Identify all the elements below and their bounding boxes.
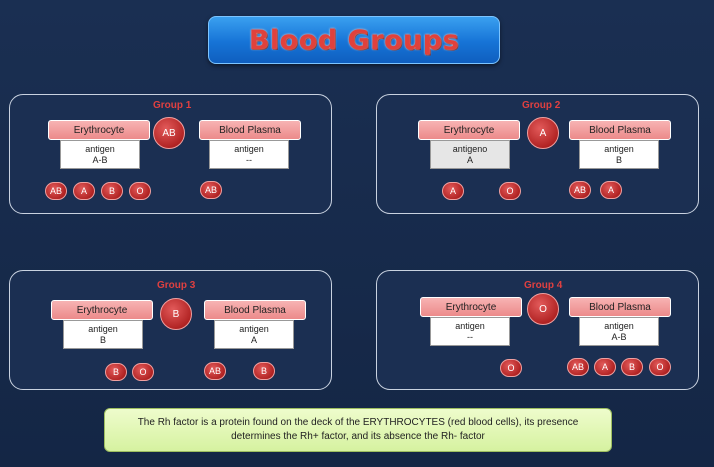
- group-2-title: Group 2: [522, 100, 561, 111]
- group-1-input-cell: A: [73, 182, 95, 200]
- group-3-blood-type-cell: B: [160, 298, 192, 330]
- antigen-line: antigen: [604, 144, 634, 154]
- group-1-input-cell: AB: [45, 182, 67, 200]
- antigen-value: B: [99, 335, 106, 345]
- antibody-value: --: [246, 155, 252, 165]
- group-1-plasma-label: Blood Plasma: [199, 120, 301, 140]
- group-4-output-cell: O: [649, 358, 671, 376]
- note-line-2: determines the Rh+ factor, and its absen…: [231, 431, 485, 442]
- note-line-1: The Rh factor is a protein found on the …: [137, 417, 579, 428]
- group-2-panel: [376, 94, 699, 214]
- group-2-blood-type-cell: A: [527, 117, 559, 149]
- antigen-value: A: [466, 155, 473, 165]
- antigen-value: A-B: [92, 155, 108, 165]
- group-2-output-cell: AB: [569, 181, 591, 199]
- antibody-value: B: [615, 155, 622, 165]
- group-1-plasma-antigen: antigen--: [209, 140, 289, 169]
- group-2-input-cell: A: [442, 182, 464, 200]
- group-1-blood-type-cell: AB: [153, 117, 185, 149]
- group-2-plasma-label: Blood Plasma: [569, 120, 671, 140]
- antigen-line: antigen: [85, 144, 115, 154]
- group-3-input-cell: O: [132, 363, 154, 381]
- group-4-output-cell: A: [594, 358, 616, 376]
- group-3-title: Group 3: [157, 280, 196, 291]
- group-4-erythrocyte-label: Erythrocyte: [420, 297, 522, 317]
- group-1-output-cell: AB: [200, 181, 222, 199]
- antigen-line: antigen: [234, 144, 264, 154]
- antigen-line: antigeno: [452, 144, 488, 154]
- group-3-output-cell: B: [253, 362, 275, 380]
- antigen-line: antigen: [455, 321, 485, 331]
- group-4-input-cell: O: [500, 359, 522, 377]
- group-1-input-cell: O: [129, 182, 151, 200]
- group-4-output-cell: B: [621, 358, 643, 376]
- group-4-title: Group 4: [524, 280, 563, 291]
- antigen-line: antigen: [604, 321, 634, 331]
- group-1-input-cell: B: [101, 182, 123, 200]
- group-3-plasma-label: Blood Plasma: [204, 300, 306, 320]
- antibody-value: A: [250, 335, 257, 345]
- group-4-erythrocyte-antigen: antigen--: [430, 317, 510, 346]
- group-3-input-cell: B: [105, 363, 127, 381]
- group-3-output-cell: AB: [204, 362, 226, 380]
- title-banner: Blood Groups: [208, 16, 500, 64]
- group-2-input-cell: O: [499, 182, 521, 200]
- rh-factor-note: The Rh factor is a protein found on the …: [104, 408, 612, 452]
- group-2-erythrocyte-label: Erythrocyte: [418, 120, 520, 140]
- group-2-output-cell: A: [600, 181, 622, 199]
- page-title: Blood Groups: [248, 24, 460, 56]
- antigen-line: antigen: [88, 324, 118, 334]
- antigen-line: antigen: [239, 324, 269, 334]
- antigen-value: --: [467, 332, 473, 342]
- group-4-output-cell: AB: [567, 358, 589, 376]
- group-4-plasma-label: Blood Plasma: [569, 297, 671, 317]
- group-1-title: Group 1: [153, 100, 192, 111]
- group-1-erythrocyte-label: Erythrocyte: [48, 120, 150, 140]
- group-4-blood-type-cell: O: [527, 293, 559, 325]
- group-3-erythrocyte-label: Erythrocyte: [51, 300, 153, 320]
- antibody-value: A-B: [611, 332, 627, 342]
